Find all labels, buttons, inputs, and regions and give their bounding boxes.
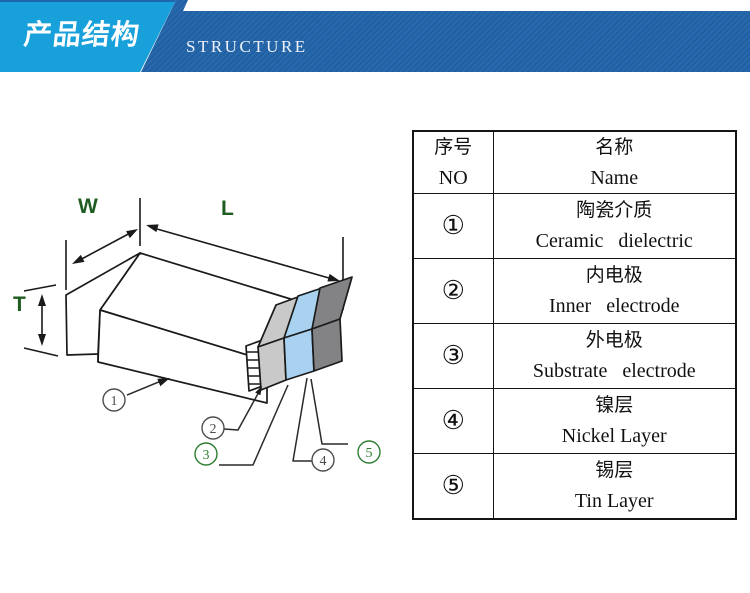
row-number: ② [412, 258, 494, 324]
termination-layers [257, 276, 353, 391]
header-cell-no: 序号 NO [412, 130, 494, 194]
nickel-layer-front [283, 328, 315, 381]
table-header-row: 序号 NO 名称 Name [412, 130, 737, 194]
name-cn: 外电极 [585, 330, 643, 351]
table-row: ② 内电极 Inner electrode [412, 258, 737, 324]
row-number: ④ [412, 388, 494, 454]
name-en: Tin Layer [574, 490, 654, 512]
row-name: 锡层 Tin Layer [492, 453, 737, 520]
callout-2: 2 [201, 386, 262, 440]
length-label: L [221, 197, 234, 220]
callout-4: 4 [292, 377, 335, 472]
header-no-cn: 序号 [434, 136, 473, 158]
t-tick-bottom [23, 347, 59, 357]
chip-structure-diagram: W L T 1 2 [13, 195, 381, 472]
tin-layer-front [311, 318, 343, 372]
row-name: 陶瓷介质 Ceramic dielectric [492, 193, 737, 259]
name-en: Nickel Layer [561, 425, 667, 447]
table-row: ⑤ 锡层 Tin Layer [412, 453, 737, 520]
row-name: 镍层 Nickel Layer [492, 388, 737, 454]
svg-text:1: 1 [111, 394, 118, 409]
chip-body [65, 252, 308, 404]
header-cell-name: 名称 Name [492, 130, 737, 194]
header-subtitle: STRUCTURE [186, 37, 308, 56]
page-title: 产品结构 [22, 19, 142, 50]
table-row: ③ 外电极 Substrate electrode [412, 323, 737, 389]
ribbon-top-line [0, 0, 176, 2]
row-name: 内电极 Inner electrode [492, 258, 737, 324]
left-terminal-cap [65, 252, 141, 356]
svg-text:4: 4 [320, 454, 327, 469]
svg-text:3: 3 [203, 448, 210, 463]
width-label: W [78, 195, 98, 218]
row-name: 外电极 Substrate electrode [492, 323, 737, 389]
row-number: ⑤ [412, 453, 494, 520]
name-en: Substrate electrode [532, 360, 696, 382]
name-cn: 内电极 [585, 265, 643, 286]
callout-3: 3 [194, 384, 289, 466]
name-cn: 镍层 [595, 395, 634, 416]
svg-text:5: 5 [366, 446, 373, 461]
header-no-en: NO [438, 166, 468, 189]
page-header: STRUCTURE 产品结构 [0, 0, 750, 72]
callout-1: 1 [102, 378, 170, 412]
w-dim-line [75, 230, 135, 263]
structure-table: 序号 NO 名称 Name ① 陶瓷介质 Ceramic dielectric … [412, 130, 737, 520]
row-number: ① [412, 193, 494, 259]
l-dim-line [149, 226, 337, 281]
table-row: ① 陶瓷介质 Ceramic dielectric [412, 193, 737, 259]
name-cn: 陶瓷介质 [576, 200, 653, 221]
table-row: ④ 镍层 Nickel Layer [412, 388, 737, 454]
name-cn: 锡层 [595, 460, 634, 481]
name-en: Ceramic dielectric [535, 230, 693, 252]
dimension-lines [23, 198, 344, 357]
t-tick-top [23, 284, 57, 292]
header-name-cn: 名称 [595, 136, 634, 158]
header-name-en: Name [590, 166, 639, 189]
callout-5: 5 [310, 378, 381, 464]
substrate-electrode-front [257, 337, 287, 391]
header-band: STRUCTURE [141, 0, 750, 72]
thickness-label: T [13, 293, 26, 316]
row-number: ③ [412, 323, 494, 389]
name-en: Inner electrode [549, 295, 680, 317]
svg-text:2: 2 [210, 422, 217, 437]
